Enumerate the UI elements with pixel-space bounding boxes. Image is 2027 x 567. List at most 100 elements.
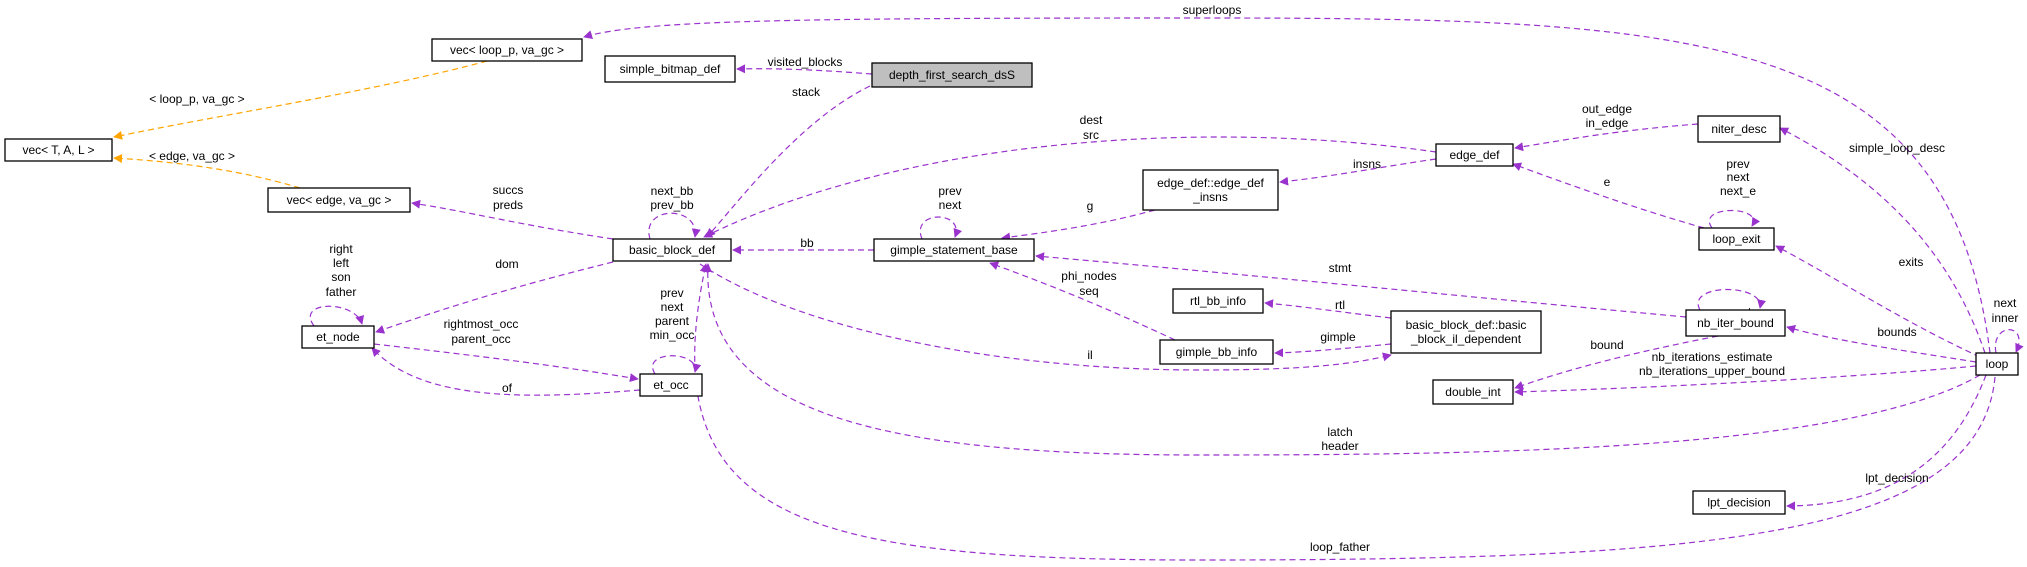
edge-label-bound: bound — [1590, 338, 1623, 352]
node-box — [1432, 379, 1514, 405]
node-double_int[interactable]: double_int — [1432, 379, 1514, 405]
edge-superloops — [583, 17, 1991, 354]
node-vec_edge[interactable]: vec< edge, va_gc > — [267, 187, 411, 213]
node-lpt_decision[interactable]: lpt_decision — [1692, 490, 1786, 515]
edge-next_prev_bb — [648, 212, 701, 240]
node-label: rtl_bb_info — [1190, 294, 1246, 308]
node-box — [301, 325, 375, 349]
node-label: gimple_bb_info — [1176, 345, 1258, 359]
node-box — [604, 55, 736, 83]
node-et_occ[interactable]: et_occ — [639, 373, 703, 397]
edge-label-dest_src: dest — [1080, 113, 1103, 127]
edge-visited_blocks — [736, 64, 873, 75]
edge-latch_header — [703, 263, 1981, 456]
edge-label-next_prev_bb: prev_bb — [650, 198, 694, 212]
edge-stack — [706, 85, 871, 238]
edge-label-et_occ_self: prev — [660, 286, 683, 300]
node-label: nb_iter_bound — [1697, 316, 1774, 330]
node-box — [1172, 288, 1264, 314]
node-label: _insns — [1192, 190, 1228, 204]
edge-label-dest_src: src — [1083, 128, 1099, 142]
node-label: _block_il_dependent — [1410, 332, 1522, 346]
node-edge_def[interactable]: edge_def — [1435, 143, 1514, 167]
node-nb_iter_bound[interactable]: nb_iter_bound — [1685, 309, 1786, 337]
node-box — [1698, 227, 1775, 251]
edge-label-loop_exit_self: prev — [1726, 157, 1749, 171]
edge-il — [699, 263, 1392, 371]
edge-label-exits: exits — [1899, 255, 1924, 269]
edge-nb_iter_self — [1697, 288, 1766, 311]
edge-prev_next_gimple — [919, 216, 963, 240]
edge-label-loop_self: next — [1994, 296, 2017, 310]
node-box — [871, 62, 1033, 88]
edge-gimple — [1274, 343, 1392, 358]
edge-label-of: of — [502, 381, 513, 395]
edge-label-succs_preds: preds — [493, 198, 523, 212]
edge-out_in_edge — [1514, 123, 1699, 152]
edge-label-insns: insns — [1353, 157, 1381, 171]
edge-label-et_occ_self: next — [661, 300, 684, 314]
edge-label-nb_iterations: nb_iterations_estimate — [1652, 350, 1773, 364]
edge-loop_father — [694, 263, 1996, 561]
node-vec_t_a_l[interactable]: vec< T, A, L > — [4, 138, 113, 162]
edge-label-g: g — [1087, 199, 1094, 213]
node-box — [1159, 339, 1274, 365]
node-vec_loop_p[interactable]: vec< loop_p, va_gc > — [431, 38, 583, 62]
node-box — [4, 138, 113, 162]
edge-label-et_node_self: right — [329, 242, 353, 256]
node-box — [431, 38, 583, 62]
edge-label-out_in_edge: in_edge — [1586, 116, 1629, 130]
edge-label-il: il — [1087, 348, 1092, 362]
edge-label-phi_nodes_seq: seq — [1079, 284, 1098, 298]
edge-nb_iterations — [1514, 365, 1977, 397]
node-depth_first_search_ds[interactable]: depth_first_search_dsS — [871, 62, 1033, 88]
node-gimple_bb_info[interactable]: gimple_bb_info — [1159, 339, 1274, 365]
edge-label-et_occ_self: min_occ — [650, 328, 695, 342]
edge-label-loop_father: loop_father — [1310, 540, 1370, 554]
edge-label-rightmost_parent_occ: parent_occ — [451, 332, 510, 346]
node-loop[interactable]: loop — [1975, 352, 2019, 376]
edge-label-stmt: stmt — [1329, 261, 1352, 275]
edge-lpt_decision_edge — [1786, 374, 1987, 511]
edges-layer — [113, 17, 2024, 561]
node-box — [1692, 490, 1786, 515]
edge-label-next_prev_bb: next_bb — [651, 184, 694, 198]
edge-label-e: e — [1604, 175, 1611, 189]
node-edge_def_insns[interactable]: edge_def::edge_def_insns — [1142, 169, 1279, 211]
node-niter_desc[interactable]: niter_desc — [1697, 115, 1781, 143]
edge-labels-layer: superloops< loop_p, va_gc >< edge, va_gc… — [149, 3, 2018, 554]
edge-et_node_self — [310, 305, 365, 327]
edge-label-gimple: gimple — [1320, 330, 1356, 344]
node-label: double_int — [1445, 385, 1501, 399]
edge-label-dom: dom — [495, 257, 518, 271]
edge-label-rightmost_parent_occ: rightmost_occ — [444, 317, 519, 331]
node-bb_il_dependent[interactable]: basic_block_def::basic_block_il_dependen… — [1390, 310, 1542, 354]
edge-g — [1001, 209, 1156, 242]
edge-exits — [1775, 245, 1981, 358]
edge-label-bb: bb — [800, 236, 814, 250]
node-loop_exit[interactable]: loop_exit — [1698, 227, 1775, 251]
edge-succs_preds — [411, 199, 614, 240]
edge-label-loop_p_tmpl: < loop_p, va_gc > — [149, 92, 244, 106]
edge-label-nb_iterations: nb_iterations_upper_bound — [1639, 364, 1785, 378]
edge-label-visited_blocks: visited_blocks — [768, 55, 843, 69]
edge-label-superloops: superloops — [1183, 3, 1242, 17]
node-gimple_statement_base[interactable]: gimple_statement_base — [873, 238, 1035, 262]
edge-loop_exit_self — [1708, 209, 1761, 229]
edge-label-et_node_self: son — [331, 270, 350, 284]
node-box — [1697, 115, 1781, 143]
node-label: depth_first_search_dsS — [889, 68, 1015, 82]
edge-e — [1512, 162, 1705, 229]
edge-loop_p_tmpl — [113, 60, 488, 140]
edge-stmt — [1035, 252, 1687, 318]
node-label: et_occ — [653, 378, 688, 392]
edge-label-succs_preds: succs — [493, 183, 524, 197]
node-et_node[interactable]: et_node — [301, 325, 375, 349]
node-basic_block_def[interactable]: basic_block_def — [612, 238, 732, 262]
node-box — [1435, 143, 1514, 167]
node-rtl_bb_info[interactable]: rtl_bb_info — [1172, 288, 1264, 314]
edge-label-out_in_edge: out_edge — [1582, 102, 1632, 116]
node-simple_bitmap_def[interactable]: simple_bitmap_def — [604, 55, 736, 83]
edge-insns — [1279, 158, 1437, 186]
